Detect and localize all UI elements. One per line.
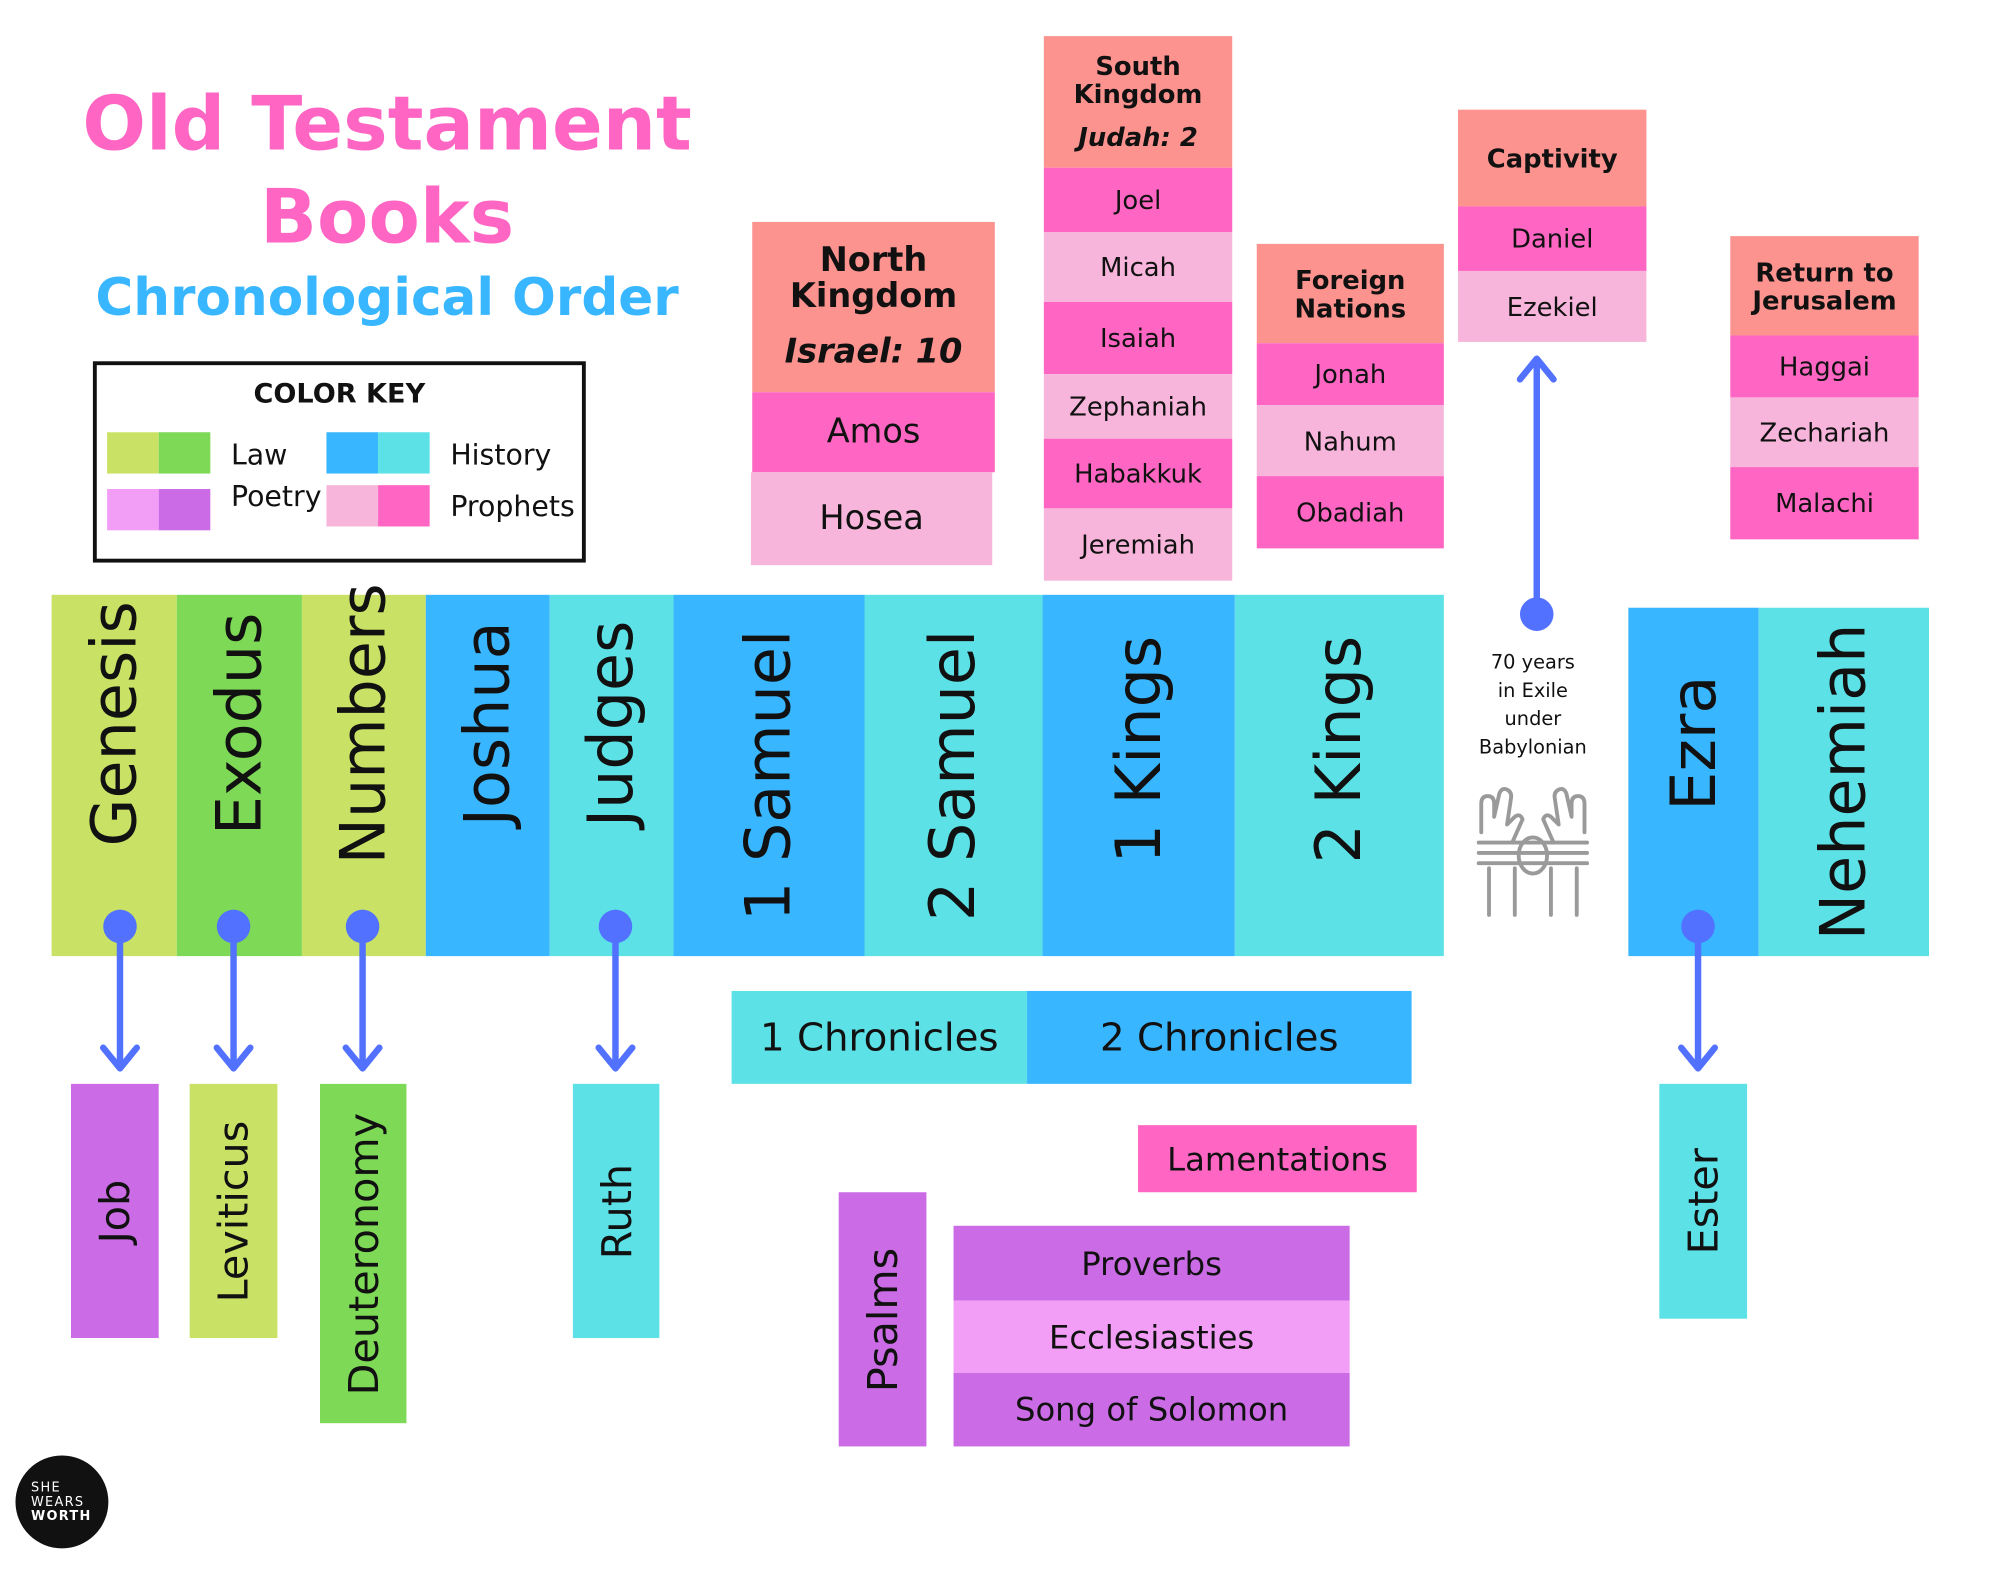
- exile-note-line3: under: [1504, 707, 1562, 731]
- book-joel: Joel: [1043, 167, 1233, 233]
- book-jonah: Jonah: [1256, 343, 1444, 406]
- book-jeremiah: Jeremiah: [1043, 508, 1233, 581]
- book-daniel: Daniel: [1458, 206, 1647, 271]
- book-ruth: Ruth: [572, 1083, 660, 1339]
- title-line1: Old Testament: [82, 79, 692, 168]
- south-kingdom-title2: Kingdom: [1073, 78, 1203, 110]
- history-swatch-dark: [326, 432, 379, 474]
- return-title1: Return to: [1755, 256, 1894, 288]
- key-label-history: History: [450, 439, 552, 473]
- south-kingdom-header: South Kingdom Judah: 2: [1043, 36, 1233, 168]
- bound-hands-icon: [1476, 787, 1590, 917]
- north-kingdom-title1: North: [819, 241, 928, 280]
- page-subtitle: Chronological Order: [95, 268, 679, 328]
- north-kingdom-header: North Kingdom Israel: 10: [752, 221, 995, 393]
- book-psalms: Psalms: [838, 1192, 927, 1447]
- book-ecclesiasties: Ecclesiasties: [953, 1300, 1350, 1373]
- book-micah: Micah: [1043, 232, 1233, 302]
- law-swatch-dark: [158, 432, 211, 474]
- book-2-samuel: 2 Samuel: [864, 594, 1043, 957]
- exile-note-line4: Babylonian: [1478, 735, 1587, 759]
- book-isaiah: Isaiah: [1043, 301, 1233, 375]
- book-malachi: Malachi: [1730, 467, 1919, 540]
- page-title: Old Testament Books: [52, 77, 723, 263]
- book-1-kings: 1 Kings: [1042, 594, 1235, 957]
- north-kingdom-title2: Kingdom: [789, 277, 958, 317]
- book-ezra: Ezra: [1628, 607, 1759, 957]
- book-1-chronicles: 1 Chronicles: [731, 990, 1028, 1084]
- return-header: Return to Jerusalem: [1730, 236, 1919, 336]
- poetry-swatch-light: [107, 489, 159, 531]
- exile-note: 70 years in Exile under Babylonian: [1458, 648, 1608, 762]
- book-joshua: Joshua: [425, 594, 550, 957]
- key-label-poetry: Poetry: [230, 481, 322, 514]
- book-exodus: Exodus: [176, 594, 302, 957]
- book-numbers: Numbers: [301, 583, 426, 957]
- book-1-samuel: 1 Samuel: [673, 594, 865, 957]
- north-kingdom-subtitle: Israel: 10: [784, 332, 963, 372]
- logo-line1: SHE: [30, 1480, 61, 1495]
- book-ester: Ester: [1659, 1083, 1748, 1319]
- book-zechariah: Zechariah: [1730, 397, 1919, 468]
- book-lamentations: Lamentations: [1138, 1125, 1417, 1193]
- exile-note-line2: in Exile: [1497, 678, 1568, 702]
- book-job: Job: [70, 1083, 159, 1339]
- book-song-of-solomon: Song of Solomon: [953, 1372, 1350, 1447]
- book-haggai: Haggai: [1730, 335, 1919, 398]
- south-kingdom-subtitle: Judah: 2: [1078, 121, 1198, 153]
- exile-note-line1: 70 years: [1490, 650, 1575, 674]
- book-proverbs: Proverbs: [953, 1225, 1350, 1301]
- book-judges: Judges: [549, 594, 674, 957]
- foreign-nations-header: Foreign Nations: [1256, 243, 1444, 344]
- captivity-header: Captivity: [1458, 109, 1647, 207]
- book-habakkuk: Habakkuk: [1043, 438, 1233, 509]
- law-swatch-light: [107, 432, 159, 474]
- book-zephaniah: Zephaniah: [1043, 374, 1233, 439]
- history-swatch-light: [378, 432, 430, 474]
- key-label-prophets: Prophets: [450, 491, 575, 524]
- color-key: COLOR KEY Law Poetry History Prophets: [92, 361, 586, 563]
- book-obadiah: Obadiah: [1256, 476, 1444, 549]
- return-title2: Jerusalem: [1752, 284, 1897, 316]
- color-key-title: COLOR KEY: [253, 378, 426, 410]
- poetry-swatch-dark: [158, 489, 211, 531]
- book-2-chronicles: 2 Chronicles: [1027, 990, 1412, 1084]
- logo-line3: WORTH: [30, 1509, 92, 1524]
- book-nahum: Nahum: [1256, 405, 1444, 477]
- book-deuteronomy: Deuteronomy: [319, 1083, 407, 1424]
- book-amos: Amos: [752, 392, 995, 473]
- title-line2: Books: [259, 172, 515, 261]
- key-label-law: Law: [230, 439, 288, 473]
- foreign-nations-title1: Foreign: [1295, 263, 1406, 295]
- book-leviticus: Leviticus: [189, 1083, 278, 1339]
- book-hosea: Hosea: [750, 472, 993, 566]
- foreign-nations-title2: Nations: [1294, 292, 1407, 324]
- book-genesis: Genesis: [51, 594, 177, 957]
- book-nehemiah: Nehemiah: [1758, 607, 1929, 957]
- south-kingdom-title1: South: [1095, 50, 1181, 82]
- book-2-kings: 2 Kings: [1234, 594, 1444, 957]
- prophets-swatch-light: [326, 485, 379, 527]
- prophets-swatch-dark: [378, 485, 430, 527]
- book-ezekiel: Ezekiel: [1458, 270, 1647, 342]
- brand-logo: SHE WEARS WORTH: [15, 1455, 109, 1549]
- logo-line2: WEARS: [30, 1494, 85, 1510]
